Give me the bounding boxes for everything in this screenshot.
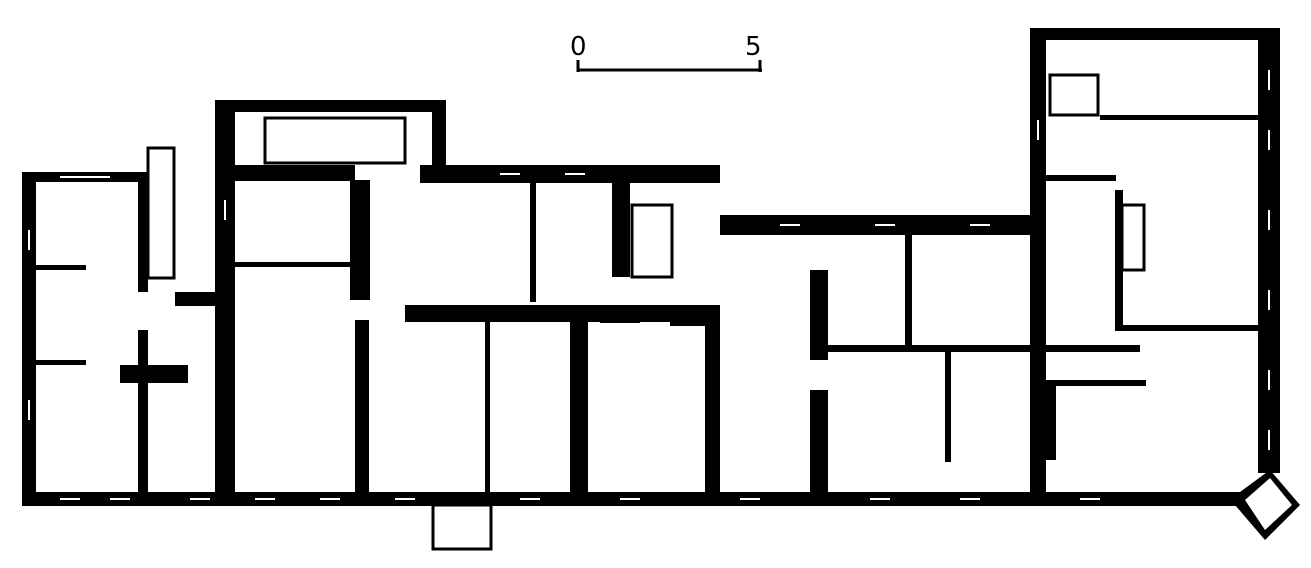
scale-label-end: 5 bbox=[745, 32, 762, 62]
scale-bar: 0 5 bbox=[570, 32, 762, 72]
exterior-walls bbox=[22, 28, 1300, 540]
entrance-annex bbox=[431, 503, 493, 551]
scale-label-start: 0 bbox=[570, 32, 587, 62]
interior-walls bbox=[36, 115, 1258, 505]
stairs bbox=[146, 73, 1146, 280]
windows bbox=[28, 70, 1270, 500]
